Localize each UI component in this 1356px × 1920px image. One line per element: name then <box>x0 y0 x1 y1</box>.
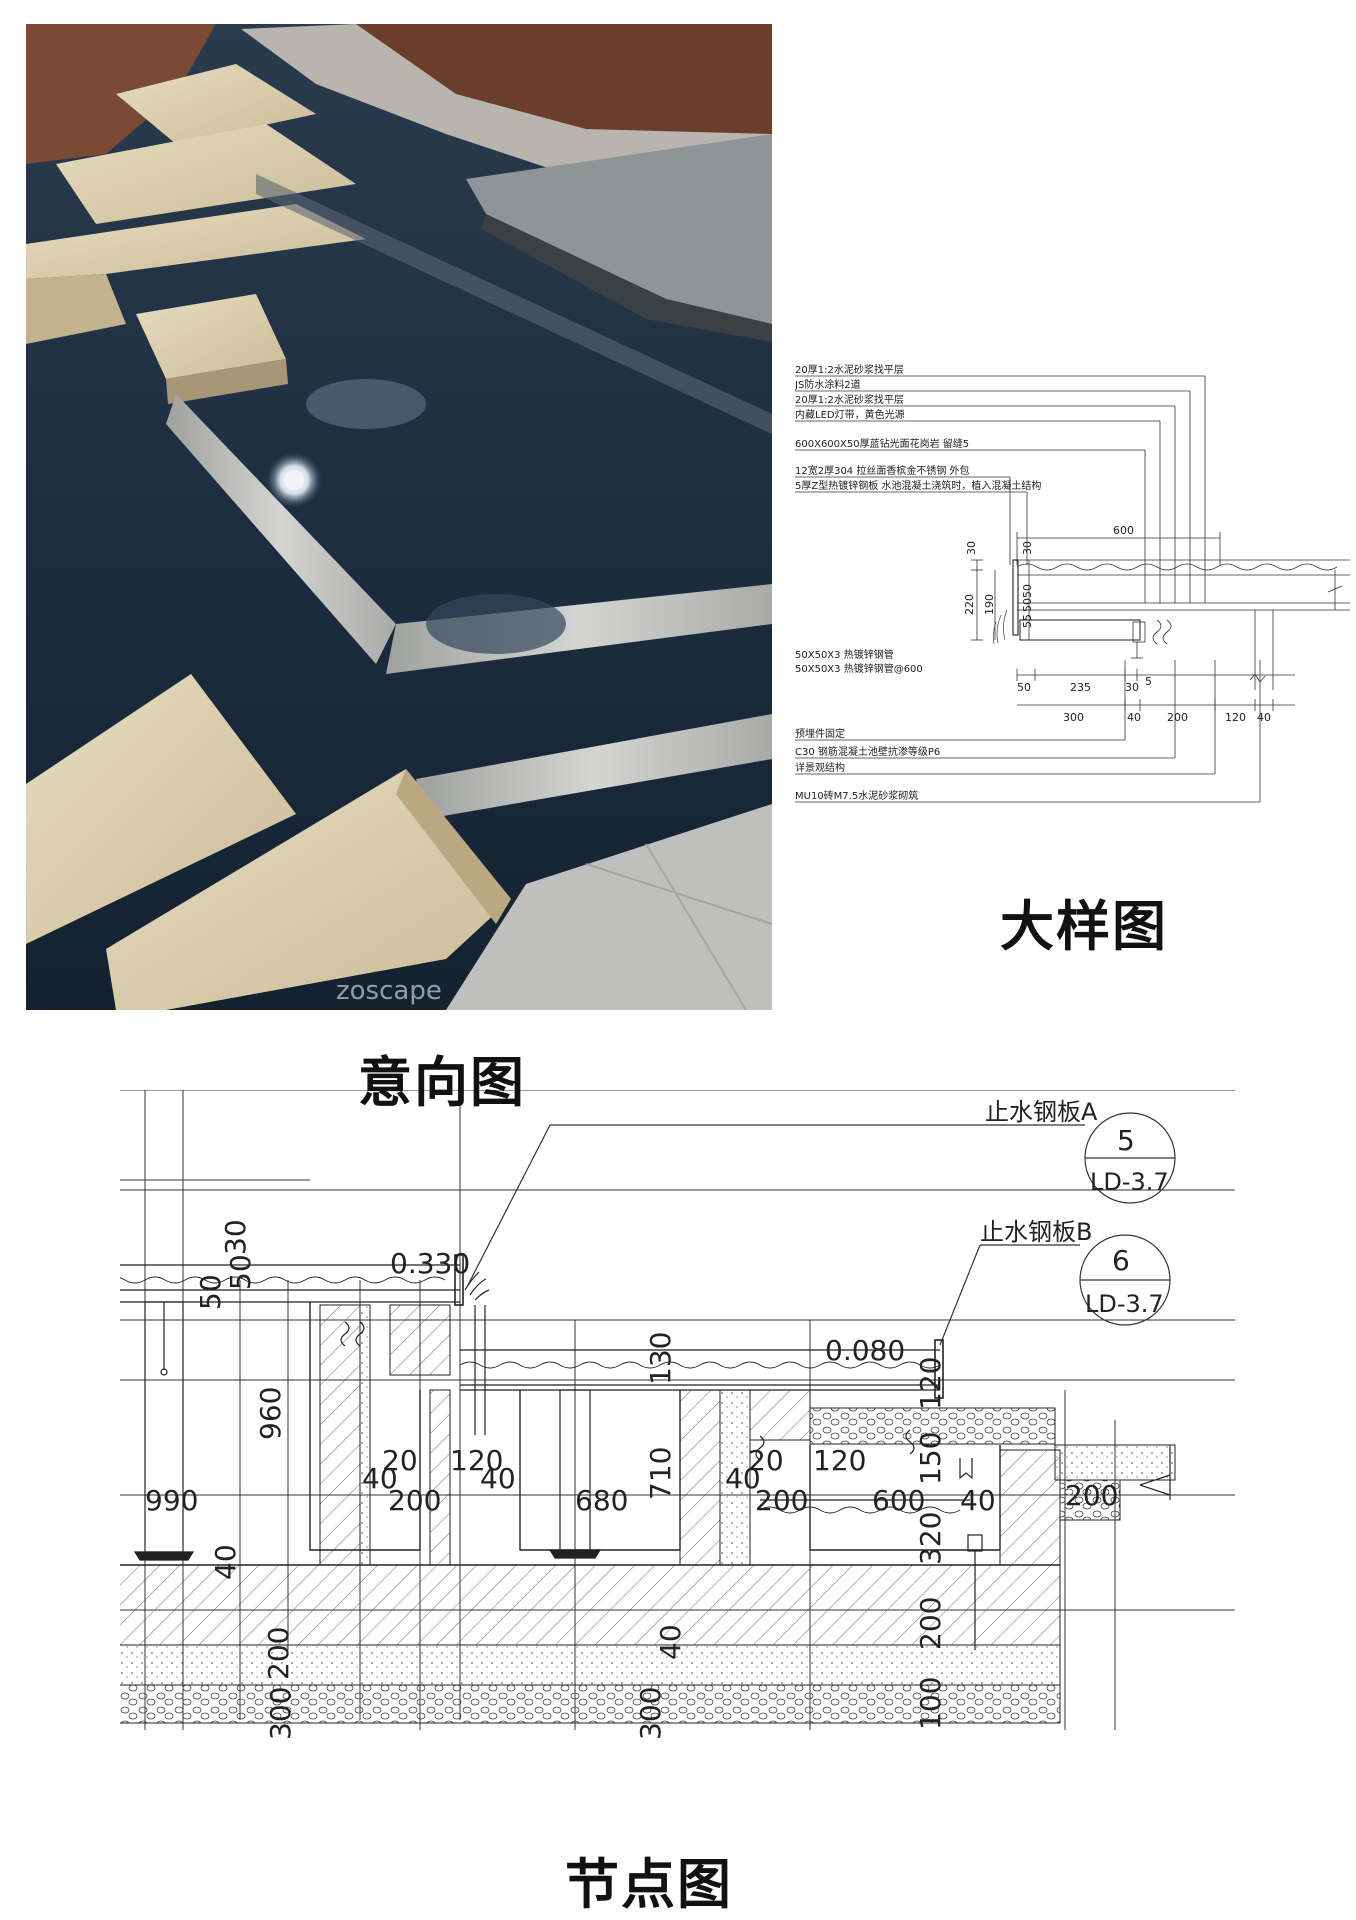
steel-edge-1 <box>166 394 396 664</box>
dim-label: 600 <box>1113 524 1134 537</box>
detail-note: 20厚1:2水泥砂浆找平层 <box>795 393 904 406</box>
dim-label: 300 <box>634 1687 667 1740</box>
paving-bottom-right <box>446 804 772 1010</box>
intent-photo: zoscape <box>26 24 772 1010</box>
dim-label: 300 <box>1063 711 1084 724</box>
detail-note: JS防水涂料2道 <box>795 378 861 391</box>
dim-label: 200 <box>1065 1479 1118 1512</box>
steel-edge-3 <box>416 714 772 819</box>
dim-label: 40 <box>960 1484 996 1517</box>
dim-label: 960 <box>254 1387 287 1440</box>
intent-photo-illustration: zoscape <box>26 24 772 1010</box>
dim-label: 30 <box>1125 681 1139 694</box>
level-upper: 0.330 <box>390 1247 470 1280</box>
callout-number-a: 5 <box>1117 1124 1135 1157</box>
photo-watermark: zoscape <box>336 976 442 1006</box>
dim-label: 200 <box>755 1484 808 1517</box>
dim-label: 40 <box>1257 711 1271 724</box>
dim-label: 40 <box>1127 711 1141 724</box>
dim-label: 20 <box>382 1444 418 1477</box>
detail-note: 600X600X50厚蓝钻光面花岗岩 留缝5 <box>795 437 969 450</box>
detail-drawing: 20厚1:2水泥砂浆找平层 JS防水涂料2道 20厚1:2水泥砂浆找平层 内藏L… <box>794 360 1350 840</box>
detail-note: 20厚1:2水泥砂浆找平层 <box>795 363 904 376</box>
dim-label: 50 <box>1021 598 1034 612</box>
dim-label: 200 <box>388 1484 441 1517</box>
dim-label: 30 <box>219 1219 252 1255</box>
detail-note: 内藏LED灯带，黄色光源 <box>795 408 905 421</box>
paving-strip <box>241 24 772 174</box>
detail-note: MU10砖M7.5水泥砂浆砌筑 <box>795 789 918 802</box>
caption-section: 节点图 <box>565 1853 733 1916</box>
stone-slab-left <box>26 674 296 944</box>
dim-label: 320 <box>914 1512 947 1565</box>
dim-label: 40 <box>480 1462 516 1495</box>
dim-label: 100 <box>914 1677 947 1730</box>
dim-label: 120 <box>450 1444 503 1477</box>
dim-label: 120 <box>813 1444 866 1477</box>
detail-note: 详景观结构 <box>795 761 845 774</box>
callout-ref-b: LD-3.7 <box>1085 1290 1164 1318</box>
dim-label: 200 <box>914 1597 947 1650</box>
stone-slab-center <box>106 769 511 1010</box>
dim-label: 200 <box>1167 711 1188 724</box>
detail-note: 预埋件固定 <box>795 727 845 740</box>
dim-label: 50 <box>1021 584 1034 598</box>
level-lower: 0.080 <box>825 1334 905 1367</box>
dim-label: 600 <box>872 1484 925 1517</box>
callout-label-b: 止水钢板B <box>980 1218 1092 1246</box>
dim-label: 120 <box>1225 711 1246 724</box>
dim-label: 40 <box>725 1462 761 1495</box>
detail-note: 50X50X3 热镀锌钢管 <box>795 648 894 661</box>
dim-label: 990 <box>145 1484 198 1517</box>
callout-ref-a: LD-3.7 <box>1090 1168 1169 1196</box>
dim-label: 220 <box>963 594 976 615</box>
dim-label: 30 <box>965 541 978 555</box>
detail-note: 50X50X3 热镀锌钢管@600 <box>795 662 923 675</box>
callout-number-b: 6 <box>1112 1244 1130 1277</box>
paving-platform <box>466 134 772 324</box>
dim-label: 20 <box>748 1444 784 1477</box>
dim-label: 30 <box>1021 541 1034 555</box>
caption-photo: 意向图 <box>358 1051 526 1114</box>
dim-label: 200 <box>262 1627 295 1680</box>
dim-label: 300 <box>264 1687 297 1740</box>
dim-label: 710 <box>644 1447 677 1500</box>
detail-note: C30 钢筋混凝土池壁抗渗等级P6 <box>795 745 940 758</box>
dim-label: 150 <box>914 1432 947 1485</box>
detail-note: 12宽2厚304 拉丝面香槟金不锈钢 外包 <box>795 464 970 477</box>
dim-label: 50 <box>224 1254 257 1290</box>
dim-label: 40 <box>362 1462 398 1495</box>
dim-label: 235 <box>1070 681 1091 694</box>
dim-label: 5 <box>1145 675 1152 688</box>
caption-detail: 大样图 <box>1000 895 1168 958</box>
dim-label: 40 <box>654 1624 687 1660</box>
section-drawing-svg: 止水钢板A 5 LD-3.7 止水钢板B 6 LD-3.7 0.330 0.08… <box>104 1080 1235 1740</box>
dim-label: 50 <box>1017 681 1031 694</box>
dim-label: 130 <box>644 1332 677 1385</box>
planting-bed <box>356 24 772 139</box>
dim-label: 50 <box>194 1274 227 1310</box>
detail-note: 5厚Z型热镀锌钢板 水池混凝土浇筑时，植入混凝土结构 <box>795 479 1041 492</box>
dim-label: 120 <box>914 1357 947 1410</box>
dim-label: 40 <box>209 1544 242 1580</box>
dim-label: 680 <box>575 1484 628 1517</box>
detail-drawing-svg: 20厚1:2水泥砂浆找平层 JS防水涂料2道 20厚1:2水泥砂浆找平层 内藏L… <box>794 363 1350 803</box>
dim-label: 190 <box>983 594 996 615</box>
section-drawing: 止水钢板A 5 LD-3.7 止水钢板B 6 LD-3.7 0.330 0.08… <box>104 1080 1235 1860</box>
dim-label: 55 <box>1021 614 1034 628</box>
callout-label-a: 止水钢板A <box>985 1098 1098 1126</box>
